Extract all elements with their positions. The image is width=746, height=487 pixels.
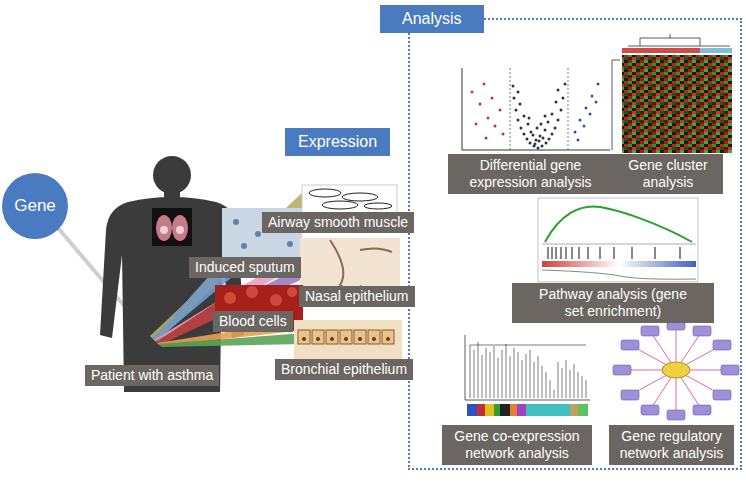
label-text: Expression [298,133,377,151]
label-text: Airway smooth muscle [268,214,408,231]
label-text: Induced sputum [195,259,295,276]
patient-label: Patient with asthma [85,365,219,386]
gsea-plot [538,198,698,282]
analysis-label: Differential gene expression analysis [448,154,613,194]
analysis-frame: AnalysisDifferential gene expression ana… [408,18,742,470]
bronchial-image [294,320,402,362]
sample-label: Airway smooth muscle [262,212,414,233]
lung-image [152,208,192,246]
analysis-label: Pathway analysis (gene set enrichment) [512,283,714,323]
label-text: Gene regulatory network analysis [615,428,728,462]
section-heading: Analysis [380,5,484,33]
heatmap [612,34,732,153]
analysis-label: Gene co-expression network analysis [442,425,592,465]
label-text: Differential gene expression analysis [458,157,603,191]
sample-label: Nasal epithelium [299,286,415,307]
regulatory-network [613,320,739,420]
sample-label: Induced sputum [189,257,301,278]
label-text: Patient with asthma [91,367,213,384]
label-text: Gene cluster analysis [621,157,715,191]
label-text: Gene co-expression network analysis [450,428,584,462]
volcano-plot [450,63,612,155]
sample-label: Blood cells [213,311,293,332]
gene-circle: Gene [2,173,68,239]
smooth-muscle-image [302,185,397,213]
analysis-label: Gene cluster analysis [613,154,723,194]
section-heading: Expression [285,128,390,156]
sample-label: Bronchial epithelium [275,359,413,380]
analysis-label: Gene regulatory network analysis [609,425,734,465]
label-text: Blood cells [219,313,287,330]
label-text: Pathway analysis (gene set enrichment) [538,286,688,320]
dendrogram [465,335,590,416]
label-text: Gene [14,196,56,216]
label-text: Bronchial epithelium [281,361,407,378]
label-text: Nasal epithelium [305,288,409,305]
